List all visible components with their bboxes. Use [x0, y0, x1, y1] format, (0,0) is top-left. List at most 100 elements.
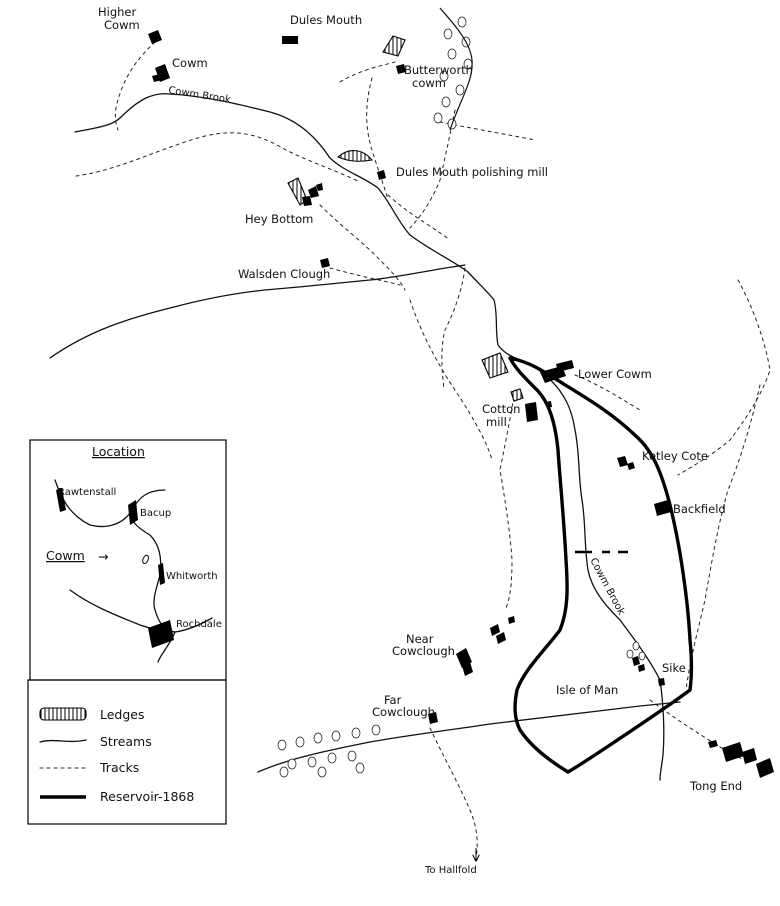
streams [49, 93, 681, 781]
building-tong-end [708, 740, 774, 778]
cowm-brook-upper [74, 93, 546, 376]
tree-icon [638, 651, 646, 661]
track-mill-to-walsden [387, 194, 451, 241]
building-dules-mouth [282, 36, 298, 44]
tree-icon [371, 724, 381, 736]
tree-icon [317, 766, 327, 778]
inset-town-whitworth [158, 563, 165, 585]
track-central-south [499, 389, 516, 611]
tree-icon [331, 730, 341, 742]
inset-river-north [54, 479, 166, 528]
label-ketley-cote: Ketley Cote [642, 449, 708, 463]
label-cowm: Cowm [172, 56, 208, 70]
track-dules-mouth [339, 61, 396, 83]
tree-icon [351, 727, 361, 739]
buildings [148, 30, 774, 778]
label-dules-mouth-mill: Dules Mouth polishing mill [396, 165, 548, 179]
building-lower-cowm [540, 360, 574, 383]
tracks [75, 41, 771, 859]
label-sike: Sike [662, 661, 686, 675]
tree-icon [457, 16, 467, 28]
lodge-cotton-mill [510, 388, 524, 402]
label-hey-bottom: Hey Bottom [245, 212, 313, 226]
walsden-stream [49, 264, 466, 359]
building-butterworth [396, 64, 406, 74]
track-butterworth [409, 109, 456, 229]
inset-label-whitworth: Whitworth [166, 571, 218, 582]
legend-label-ledges: Ledges [100, 707, 145, 722]
building-cowm [152, 64, 170, 82]
track-west [75, 132, 361, 183]
building-isle-of-man [632, 656, 645, 672]
label-tong-end: Tong End [689, 779, 742, 793]
track-east-north [677, 279, 771, 476]
lodge-polishing-mill [336, 150, 374, 162]
cowm-brook-lower [544, 374, 665, 781]
inset-label-rawtenstall: Rawtenstall [58, 487, 116, 498]
building-backfield [654, 500, 671, 516]
tree-icon [277, 739, 287, 751]
tree-icon [347, 750, 357, 762]
building-higher-cowm [148, 30, 162, 44]
label-backfield: Backfield [673, 502, 726, 516]
label-cowm-brook-north: Cowm Brook [168, 85, 232, 106]
legend-label-tracks: Tracks [99, 760, 139, 775]
legend-label-reservoir: Reservoir-1868 [100, 789, 194, 804]
track-central-north [441, 267, 466, 391]
tree-icon [327, 752, 337, 764]
tree-icon [287, 758, 297, 770]
inset-label-bacup: Bacup [140, 508, 171, 519]
building-near-cowclough [456, 616, 515, 676]
inset-river-central [130, 509, 213, 633]
building-walsden-clough [320, 258, 330, 268]
tree-icon [632, 641, 640, 651]
tree-icon [307, 756, 317, 768]
track-hey-bottom [319, 204, 406, 291]
building-cotton-mill [525, 401, 552, 422]
track-lower-cowm-east [574, 374, 641, 411]
tree-icon [443, 28, 453, 40]
label-to-hallfold: To Hallfold [424, 865, 477, 876]
location-title: Location [92, 444, 145, 459]
building-hey-bottom [302, 183, 323, 206]
inset-label-rochdale: Rochdale [176, 619, 222, 630]
inset-pointer-label: Cowm [46, 548, 85, 563]
woodland-south [277, 724, 381, 778]
inset-town-rochdale [148, 620, 174, 648]
inset-pointer-arrow: → [98, 549, 108, 564]
legend: Ledges Streams Tracks Reservoir-1868 [27, 679, 227, 825]
woodland-edge [439, 7, 473, 131]
location-inset: Location Rawtenstall Bacup Whitworth Roc… [29, 439, 227, 681]
lodge-lower-cowm [481, 352, 509, 379]
tree-icon [447, 48, 457, 60]
inset-town-rawtenstall [56, 488, 66, 512]
track-walsden-clough [329, 267, 401, 286]
tree-icon [441, 96, 451, 108]
inset-cowm-marker [142, 554, 149, 565]
building-polishing-mill [377, 170, 386, 180]
label-isle-of-man: Isle of Man [556, 683, 618, 697]
label-walsden-clough: Walsden Clough [238, 267, 330, 281]
building-sike [658, 678, 665, 686]
track-to-hallfold [429, 727, 478, 859]
tree-icon [355, 762, 365, 774]
tree-icon [295, 736, 305, 748]
tree-icon [439, 70, 449, 82]
track-dules-down [366, 77, 389, 201]
woodland-north [433, 7, 473, 131]
building-far-cowclough [428, 712, 438, 724]
tree-icon [455, 84, 465, 96]
track-east-south [685, 384, 761, 691]
legend-label-streams: Streams [100, 734, 152, 749]
label-dules-mouth: Dules Mouth [290, 13, 362, 27]
woodland-isle-of-man [626, 641, 646, 661]
reservoir-1868 [508, 356, 694, 774]
lodge-dules-mouth [382, 35, 406, 57]
cowm-brook-south-stream [257, 701, 681, 773]
